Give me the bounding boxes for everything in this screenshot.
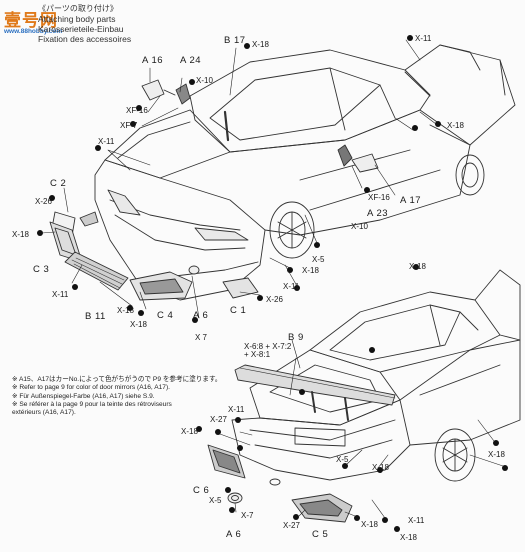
label-x11c: X-11 xyxy=(52,290,69,299)
rear-parts xyxy=(207,364,396,523)
header-fr: Fixation des accessoires xyxy=(38,34,132,44)
label-xf7: XF-7 xyxy=(120,121,138,130)
watermark-logo: 壹号网 www.88hobby.com xyxy=(4,11,63,35)
label-c3: C 3 xyxy=(33,264,50,275)
label-x26b: X-26 xyxy=(266,295,283,304)
label-x11f: X-11 xyxy=(408,516,425,525)
label-x26a: X-26 xyxy=(35,197,52,206)
label-x27b: X-27 xyxy=(283,521,300,530)
label-xf16a: XF-16 xyxy=(126,106,148,115)
front-parts xyxy=(49,79,379,301)
front-car-body xyxy=(94,44,516,301)
note-fr: ※ Se référer à la page 9 pour la teinte … xyxy=(12,400,172,408)
label-x18i: X-18 xyxy=(372,463,389,472)
label-a16: A 16 xyxy=(142,55,164,66)
label-x27a: X-27 xyxy=(210,415,227,424)
label-x11b: X-11 xyxy=(98,137,115,146)
leader-lines xyxy=(41,39,504,519)
label-a24: A 24 xyxy=(180,55,202,66)
note-de: ※ Für Außenspiegel-Farbe (A16, A17) sieh… xyxy=(12,392,155,400)
label-c6: C 6 xyxy=(193,485,210,496)
note-jp: ※ A15、A17はカーNo.によって色がちがうので P9 を参考に塗ります。 xyxy=(12,376,222,383)
label-b17: B 17 xyxy=(224,35,246,46)
label-a23: A 23 xyxy=(367,208,389,219)
label-x81: + X-8:1 xyxy=(244,350,271,359)
paint-notes: ※ A15、A17はカーNo.によって色がちがうので P9 を参考に塗ります。 … xyxy=(12,376,222,417)
label-x5b: X-5 xyxy=(336,455,349,464)
label-x18e: X-18 xyxy=(130,320,147,329)
label-c2: C 2 xyxy=(50,178,67,189)
label-b11: B 11 xyxy=(85,311,106,322)
label-x10b: X-10 xyxy=(351,222,368,231)
label-x18g: X-18 xyxy=(409,262,426,271)
label-xf16b: XF-16 xyxy=(368,193,390,202)
label-x11e: X-11 xyxy=(228,405,245,414)
label-x18a: X-18 xyxy=(252,40,269,49)
section-header: 《パーツの取り付け》 Attaching body parts Karosser… xyxy=(38,4,131,44)
label-x18k: X-18 xyxy=(400,533,417,542)
label-c4: C 4 xyxy=(157,310,174,321)
label-c5: C 5 xyxy=(312,529,329,540)
label-a6a: A 6 xyxy=(193,310,209,321)
label-a17: A 17 xyxy=(400,195,422,206)
rear-markers xyxy=(196,264,508,532)
header-jp: 《パーツの取り付け》 xyxy=(38,4,118,13)
front-markers xyxy=(37,35,441,323)
label-c1: C 1 xyxy=(230,305,247,316)
note-en: ※ Refer to page 9 for color of door mirr… xyxy=(12,384,170,392)
header-en: Attaching body parts xyxy=(38,14,116,24)
label-x7b: X-7 xyxy=(241,511,254,520)
header-de: Karosserieteile-Einbau xyxy=(38,24,124,34)
label-x10a: X-10 xyxy=(196,76,213,85)
label-x18c: X-18 xyxy=(12,230,29,239)
label-x18j: X-18 xyxy=(361,520,378,529)
label-x18h: X-18 xyxy=(181,427,198,436)
label-x18f: X-18 xyxy=(302,266,319,275)
label-x11a: X-11 xyxy=(415,34,432,43)
rear-car-body xyxy=(231,269,521,486)
label-a6b: A 6 xyxy=(226,529,242,540)
label-x11d: X-11 xyxy=(283,282,300,291)
label-x618: X-6:8 + X-7:2 xyxy=(244,342,292,351)
label-x5a: X-5 xyxy=(312,255,325,264)
label-x18d: X-18 xyxy=(117,306,134,315)
label-x7a: X 7 xyxy=(195,333,208,342)
label-b9: B 9 xyxy=(288,332,304,343)
label-x5c: X-5 xyxy=(209,496,222,505)
label-x18l: X-18 xyxy=(488,450,505,459)
label-x18b: X-18 xyxy=(447,121,464,130)
note-fr-cont: extérieurs (A16, A17). xyxy=(12,409,76,417)
